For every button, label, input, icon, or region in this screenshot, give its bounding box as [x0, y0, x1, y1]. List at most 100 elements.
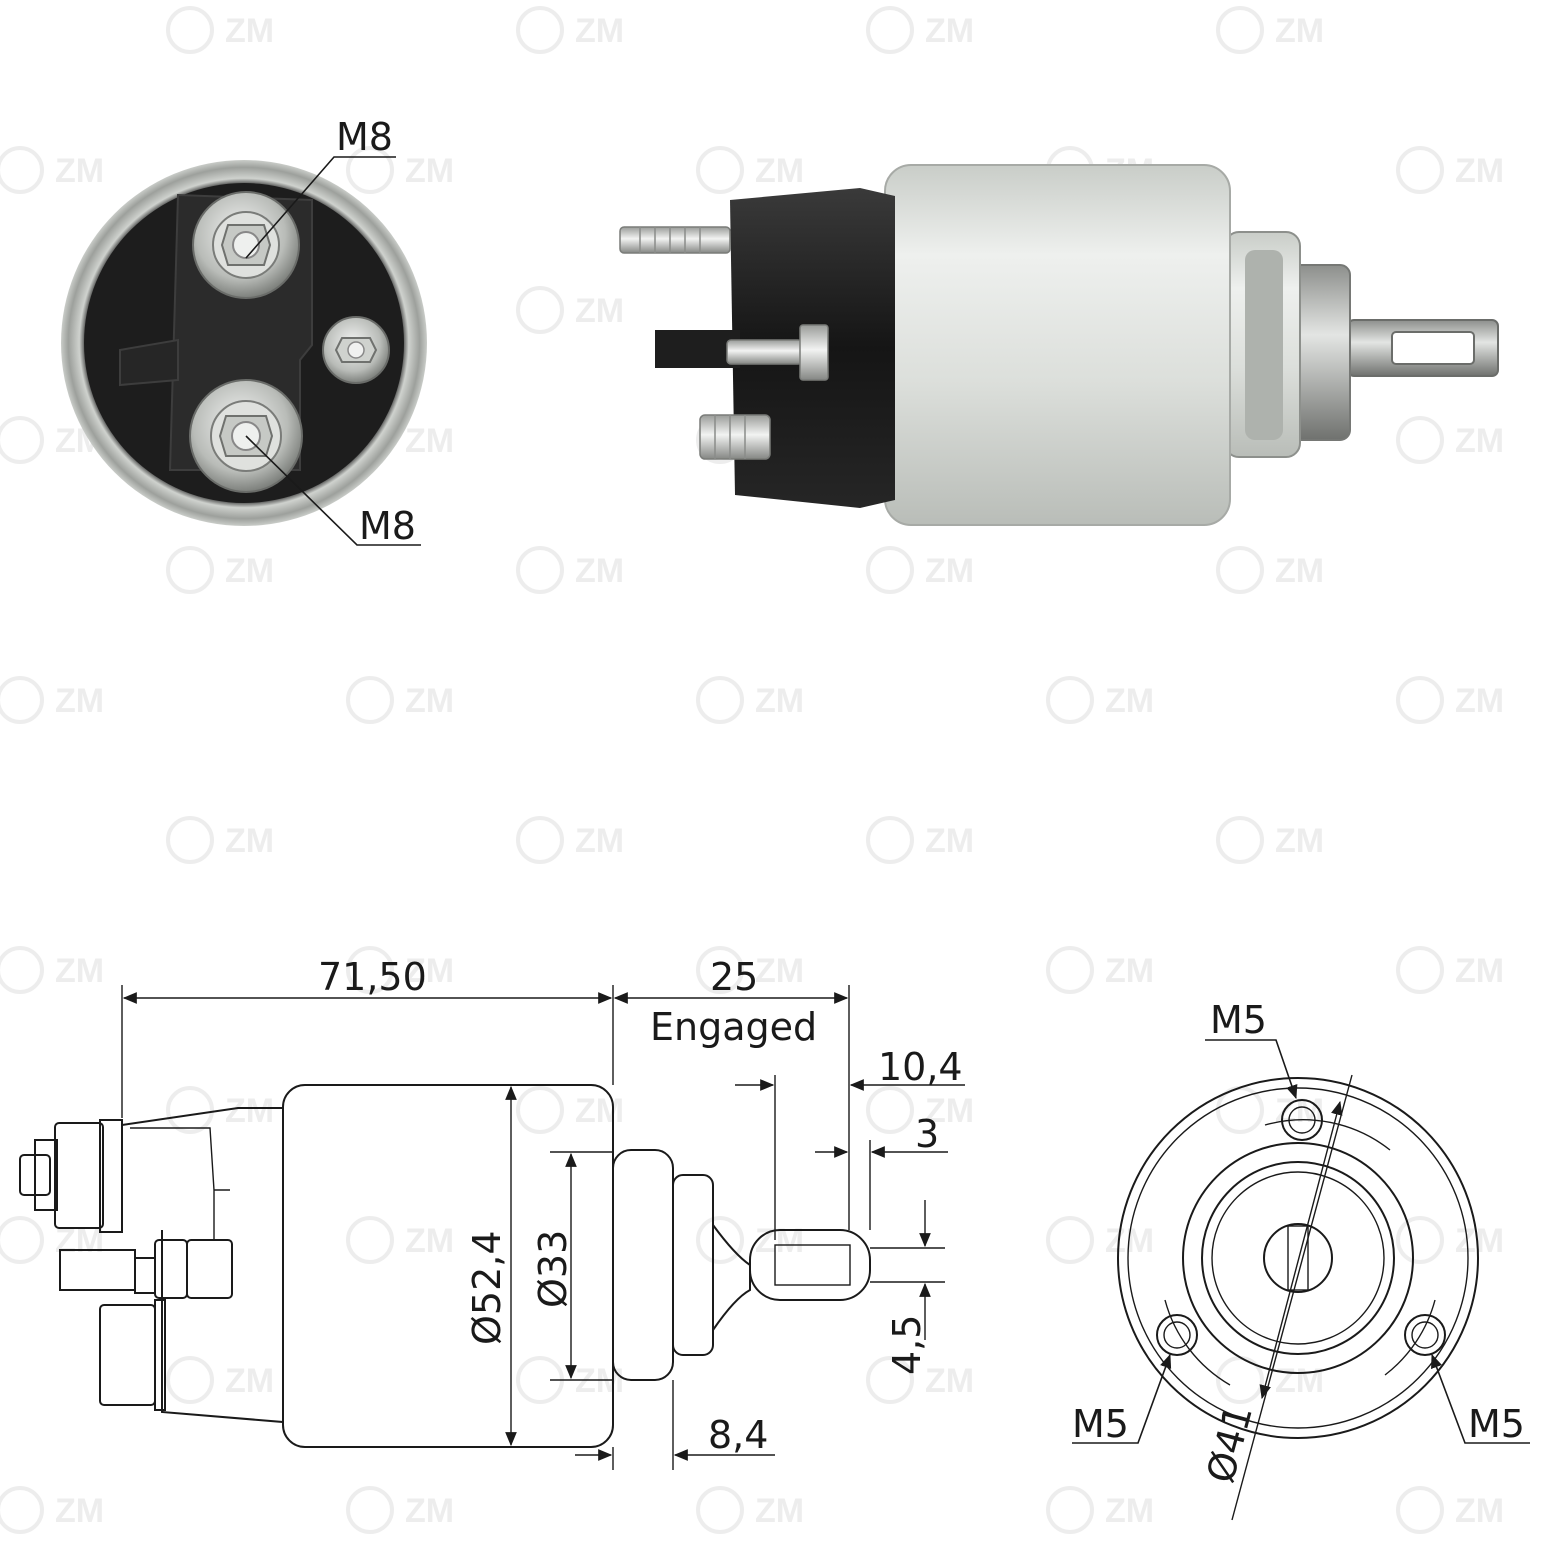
nose-outline	[612, 1149, 674, 1381]
svg-text:ZM: ZM	[55, 682, 104, 720]
watermark-logo: ZM	[866, 816, 974, 864]
watermark-logo: ZM	[516, 1086, 624, 1134]
svg-text:ZM: ZM	[755, 1222, 804, 1260]
watermark-logo: ZM	[696, 676, 804, 724]
svg-text:ZM: ZM	[575, 1092, 624, 1130]
m5-label-top: M5	[1210, 998, 1267, 1042]
svg-text:ZM: ZM	[575, 552, 624, 590]
watermark-logo: ZM	[0, 946, 104, 994]
svg-text:ZM: ZM	[405, 1492, 454, 1530]
watermark-logo: ZM	[1396, 1486, 1504, 1534]
dim-dia-nose: Ø33	[531, 1230, 575, 1308]
watermark-logo: ZM	[346, 1486, 454, 1534]
svg-text:ZM: ZM	[1105, 952, 1154, 990]
svg-text:ZM: ZM	[225, 1092, 274, 1130]
svg-text:ZM: ZM	[755, 682, 804, 720]
watermark-logo: ZM	[166, 6, 274, 54]
svg-text:ZM: ZM	[925, 822, 974, 860]
svg-text:ZM: ZM	[925, 1092, 974, 1130]
svg-text:ZM: ZM	[1455, 152, 1504, 190]
svg-text:ZM: ZM	[1105, 1222, 1154, 1260]
solenoid-body	[884, 164, 1231, 526]
watermark-logo: ZM	[1396, 676, 1504, 724]
watermark-logo: ZM	[1046, 1216, 1154, 1264]
watermark-logo: ZM	[346, 146, 454, 194]
drawing-side-view: 71,50 25 Engaged 10,4 3 4,5 Ø52,4 Ø33	[19, 955, 965, 1470]
svg-text:ZM: ZM	[225, 822, 274, 860]
svg-text:ZM: ZM	[405, 682, 454, 720]
m5-hole-right-icon	[1404, 1314, 1446, 1356]
svg-text:ZM: ZM	[1455, 422, 1504, 460]
watermark-logo: ZM	[1216, 816, 1324, 864]
svg-text:ZM: ZM	[925, 12, 974, 50]
svg-text:ZM: ZM	[55, 1492, 104, 1530]
svg-text:ZM: ZM	[1455, 1492, 1504, 1530]
svg-text:ZM: ZM	[225, 552, 274, 590]
dim-stroke: 25	[710, 955, 758, 999]
plunger-outline	[749, 1229, 871, 1301]
watermark-logo: ZM	[1046, 1486, 1154, 1534]
watermark-logo: ZM	[166, 1356, 274, 1404]
m5-label-left: M5	[1072, 1402, 1129, 1446]
svg-text:ZM: ZM	[1275, 12, 1324, 50]
svg-text:ZM: ZM	[405, 152, 454, 190]
svg-text:ZM: ZM	[1455, 682, 1504, 720]
watermark-logo: ZM	[1396, 146, 1504, 194]
m5-hole-left-icon	[1156, 1314, 1198, 1356]
m5-label-right: M5	[1468, 1402, 1525, 1446]
photo-end-view: M8 M8	[61, 115, 427, 548]
watermark-logo: ZM	[1046, 676, 1154, 724]
left-nut-upper	[54, 1122, 104, 1229]
svg-text:ZM: ZM	[925, 552, 974, 590]
cap-lug	[655, 330, 740, 368]
m8-leader-top	[245, 156, 396, 259]
watermark-logo: ZM	[0, 676, 104, 724]
watermark-logo: ZM	[696, 1216, 804, 1264]
watermark-logo: ZM	[346, 676, 454, 724]
dim-dia-body: Ø52,4	[465, 1230, 509, 1345]
svg-text:ZM: ZM	[575, 822, 624, 860]
m8-label-bottom: M8	[359, 504, 416, 548]
watermark-logo: ZM	[866, 1086, 974, 1134]
stud-top-icon	[619, 226, 731, 254]
watermark-logo: ZM	[516, 816, 624, 864]
svg-text:ZM: ZM	[405, 1222, 454, 1260]
watermark-logo: ZM	[866, 546, 974, 594]
watermark-logo: ZM	[1046, 946, 1154, 994]
svg-text:ZM: ZM	[1455, 952, 1504, 990]
svg-text:ZM: ZM	[925, 1362, 974, 1400]
svg-text:ZM: ZM	[575, 12, 624, 50]
watermark-logo: ZM	[1396, 416, 1504, 464]
svg-text:ZM: ZM	[1105, 682, 1154, 720]
svg-text:ZM: ZM	[55, 952, 104, 990]
stud-middle-icon	[726, 324, 829, 381]
watermark-logo: ZM	[0, 146, 104, 194]
svg-text:ZM: ZM	[575, 292, 624, 330]
watermark-logo: ZM	[346, 946, 454, 994]
small-terminal-icon	[322, 316, 390, 384]
watermark-logo: ZM	[516, 546, 624, 594]
svg-text:ZM: ZM	[405, 952, 454, 990]
watermark-logo: ZM	[866, 1356, 974, 1404]
svg-text:ZM: ZM	[755, 152, 804, 190]
dim-stroke-note: Engaged	[650, 1005, 817, 1049]
dim-4-5: 4,5	[885, 1315, 929, 1375]
watermark-logo: ZM	[346, 1216, 454, 1264]
watermark-logo: ZM	[166, 546, 274, 594]
stud-bottom-icon	[699, 414, 771, 460]
svg-text:ZM: ZM	[1275, 552, 1324, 590]
watermark-logo: ZM	[696, 146, 804, 194]
watermark-logo: ZM	[166, 1086, 274, 1134]
svg-text:ZM: ZM	[755, 952, 804, 990]
end-outer-circle	[1117, 1077, 1479, 1439]
watermark-logo: ZM	[0, 1216, 104, 1264]
m8-label-top: M8	[336, 115, 393, 159]
watermark-logo: ZM	[1216, 6, 1324, 54]
upper-terminal-icon	[192, 191, 300, 299]
watermark-logo: ZM	[1396, 1216, 1504, 1264]
watermark-layer: ZM ZM ZM ZM ZM ZM ZM ZM ZM ZM ZM ZM ZM ZM ZM ZM ZM ZM ZM ZM…	[0, 6, 1504, 1534]
dim-8-4: 8,4	[708, 1413, 768, 1457]
watermark-logo: ZM	[0, 1486, 104, 1534]
svg-text:ZM: ZM	[55, 152, 104, 190]
